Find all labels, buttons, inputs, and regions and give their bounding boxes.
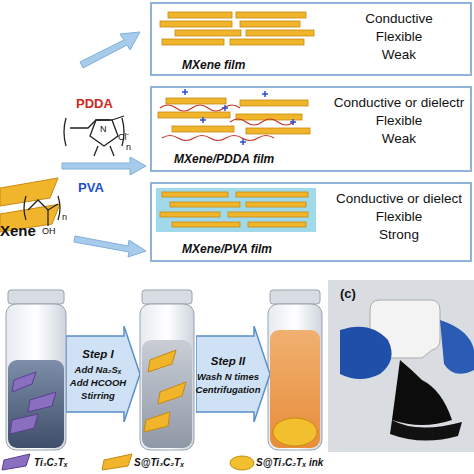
text-label: PVA [78,180,104,195]
text-label: OH [42,226,56,236]
property-text: Weak [382,130,416,148]
property-text: Conductive or dielectr [334,94,465,112]
legend-text: S@Ti₃C₂Tₓ ink [256,457,323,468]
property-list: ConductiveFlexibleWeak [324,10,474,64]
film-label: MXene film [182,58,245,72]
text-label: Cl⁻ [118,130,130,143]
step-text: Wash N times [197,370,259,383]
step-text: Add HCOOH [70,376,126,389]
text-label: N [100,124,107,134]
property-text: Conductive or dielect [336,190,462,208]
step-title: Step II [211,353,246,370]
film-box: MXene film ConductiveFlexibleWeak [150,2,472,76]
film-box: MXene/PDDA film Conductive or dielectrFle… [150,86,472,172]
property-text: Conductive [365,10,433,28]
property-text: Strong [379,226,419,244]
step-arrow: Step IIWash N timesCentrifugation [196,326,270,422]
legend-text: Ti₃C₂Tₓ [34,457,68,468]
property-text: Flexible [376,28,423,46]
property-list: Conductive or dielectFlexibleStrong [324,190,474,244]
text-label: n [126,142,131,152]
property-list: Conductive or dielectrFlexibleWeak [324,94,474,148]
film-box: MXene/PVA film Conductive or dielectFlexi… [150,182,472,262]
film-label: MXene/PVA film [182,242,272,256]
step-title: Step I [82,346,113,363]
step-arrow: Step IAdd Na₂SₓAdd HCOOHStirring [66,326,140,422]
text-label: n [62,212,67,222]
step-text: Centrifugation [196,383,261,396]
legend-text: S@Ti₃C₂Tₓ [134,457,184,468]
text-label: (c) [340,286,356,301]
property-text: Flexible [376,112,423,130]
text-label: Xene [0,222,36,239]
text-label: PDDA [76,96,113,111]
property-text: Flexible [376,208,423,226]
film-label: MXene/PDDA film [174,152,274,166]
property-text: Weak [382,46,416,64]
step-text: Add Na₂Sₓ [75,363,122,376]
step-text: Stirring [81,389,115,402]
